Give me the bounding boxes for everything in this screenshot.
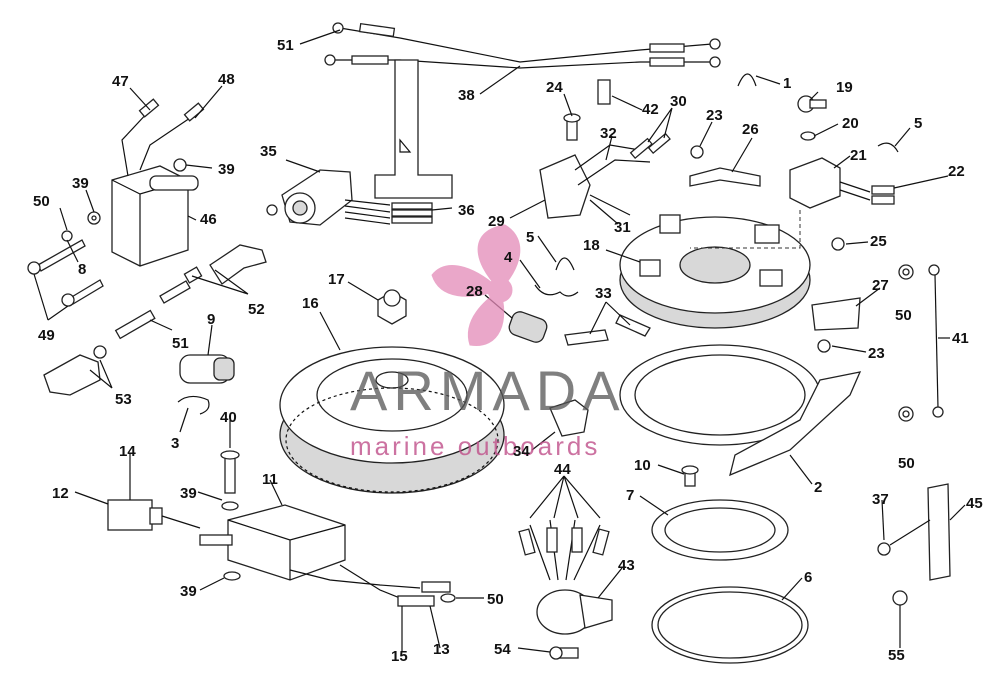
callout-50d: 50 <box>487 591 504 608</box>
callout-13: 13 <box>433 641 450 658</box>
callout-5b: 5 <box>526 229 534 246</box>
callout-14: 14 <box>119 443 136 460</box>
callout-27: 27 <box>872 277 889 294</box>
ignition-coil <box>111 98 205 267</box>
callout-43: 43 <box>618 557 635 574</box>
callout-labels: 51 38 47 48 39 39 50 46 8 49 35 36 52 51… <box>33 37 983 665</box>
callout-49: 49 <box>38 327 55 344</box>
stator-plate <box>619 214 811 329</box>
callout-23a: 23 <box>706 107 723 124</box>
callout-50a: 50 <box>33 193 50 210</box>
callout-9: 9 <box>207 311 215 328</box>
callout-22: 22 <box>948 163 965 180</box>
callout-15: 15 <box>391 648 408 665</box>
callout-8: 8 <box>78 261 86 278</box>
callout-44: 44 <box>554 461 571 478</box>
callout-42: 42 <box>642 101 659 118</box>
callout-38: 38 <box>458 87 475 104</box>
callout-16: 16 <box>302 295 319 312</box>
callout-47: 47 <box>112 73 129 90</box>
watermark-tagline: marine outboards <box>350 431 600 461</box>
callout-30: 30 <box>670 93 687 110</box>
callout-26: 26 <box>742 121 759 138</box>
callout-2: 2 <box>814 479 822 496</box>
callout-50c: 50 <box>898 455 915 472</box>
callout-20: 20 <box>842 115 859 132</box>
power-pack <box>227 504 451 593</box>
callout-50b: 50 <box>895 307 912 324</box>
callout-51b: 51 <box>172 335 189 352</box>
watermark-brand: ARMADA <box>350 359 626 422</box>
parts-layer <box>27 22 951 664</box>
callout-39c: 39 <box>180 485 197 502</box>
callout-6: 6 <box>804 569 812 586</box>
callout-28: 28 <box>466 283 483 300</box>
callout-46: 46 <box>200 211 217 228</box>
callout-5a: 5 <box>914 115 922 132</box>
callout-4: 4 <box>504 249 513 266</box>
callout-12: 12 <box>52 485 69 502</box>
callout-23b: 23 <box>868 345 885 362</box>
callout-10: 10 <box>634 457 651 474</box>
callout-37: 37 <box>872 491 889 508</box>
callout-19: 19 <box>836 79 853 96</box>
callout-17: 17 <box>328 271 345 288</box>
callout-18: 18 <box>583 237 600 254</box>
callout-35: 35 <box>260 143 277 160</box>
callout-39a: 39 <box>218 161 235 178</box>
flywheel <box>279 346 505 494</box>
callout-7: 7 <box>626 487 634 504</box>
callout-53: 53 <box>115 391 132 408</box>
callout-29: 29 <box>488 213 505 230</box>
callout-41: 41 <box>952 330 969 347</box>
callout-24: 24 <box>546 79 563 96</box>
callout-3: 3 <box>171 435 179 452</box>
callout-21: 21 <box>850 147 867 164</box>
callout-52: 52 <box>248 301 265 318</box>
callout-39b: 39 <box>72 175 89 192</box>
callout-11: 11 <box>262 471 278 488</box>
callout-1: 1 <box>783 75 791 92</box>
callout-40: 40 <box>220 409 237 426</box>
callout-32: 32 <box>600 125 617 142</box>
callout-34: 34 <box>513 443 530 460</box>
callout-31: 31 <box>614 219 631 236</box>
stator-assembly <box>266 169 433 226</box>
watermark: ARMADA marine outboards <box>350 224 626 461</box>
callout-45: 45 <box>966 495 983 512</box>
callout-51a: 51 <box>277 37 294 54</box>
callout-55: 55 <box>888 647 905 664</box>
wire-harness-top <box>324 22 721 69</box>
timer-base <box>619 344 862 477</box>
callout-48: 48 <box>218 71 235 88</box>
bracket <box>374 59 453 199</box>
callout-39d: 39 <box>180 583 197 600</box>
callout-54: 54 <box>494 641 511 658</box>
callout-25: 25 <box>870 233 887 250</box>
callout-33: 33 <box>595 285 612 302</box>
callout-36: 36 <box>458 202 475 219</box>
propeller-logo <box>431 224 521 346</box>
leader-lines <box>33 29 966 653</box>
